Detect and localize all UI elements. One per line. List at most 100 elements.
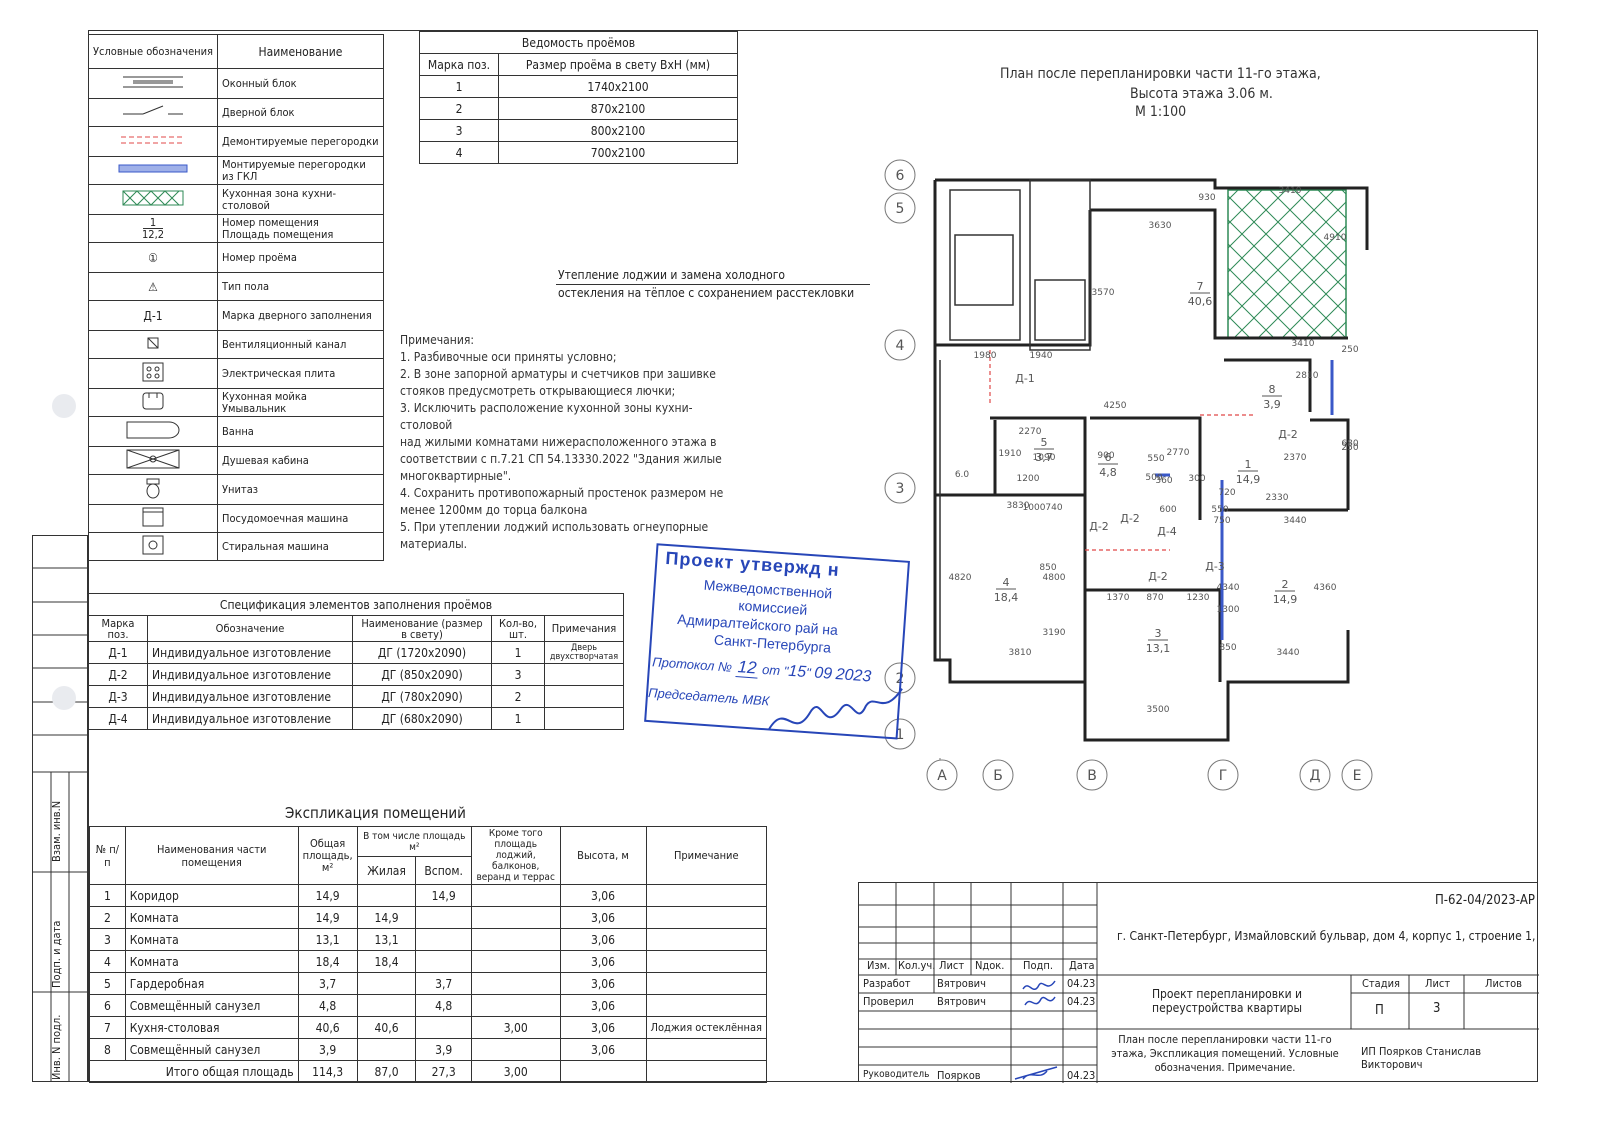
toilet-icon bbox=[88, 474, 218, 505]
notes-block: Примечания: 1. Разбивочные оси приняты у… bbox=[400, 332, 730, 553]
expl-cell bbox=[470, 972, 561, 995]
spec-cell: ДГ (850х2090) bbox=[352, 663, 492, 686]
legend-name: Номер помещения Площадь помещения bbox=[217, 214, 384, 243]
spec-cell: Индивидуальное изготовление bbox=[147, 641, 353, 664]
col-header: Кол.уч. bbox=[898, 959, 936, 972]
expl-cell: 3,06 bbox=[559, 884, 647, 907]
note-line: 3. Исключить расположение кухонной зоны … bbox=[400, 401, 693, 432]
expl-cell: 4,8 bbox=[297, 994, 358, 1017]
dimension-label: 1230 bbox=[1187, 593, 1210, 603]
openings-cell: 4 bbox=[419, 141, 499, 164]
expl-cell: Совмещённый санузел bbox=[124, 1038, 299, 1061]
axis-col-bubble bbox=[1207, 759, 1239, 791]
expl-total-cell: 87,0 bbox=[356, 1060, 417, 1083]
door-mark-label: Д-2 bbox=[1278, 428, 1298, 441]
dimension-label: 3500 bbox=[1147, 705, 1170, 715]
vent-channel-icon bbox=[88, 330, 218, 359]
bathtub-icon bbox=[88, 416, 218, 447]
expl-cell bbox=[415, 1016, 472, 1039]
legend-name: Вентиляционный канал bbox=[217, 330, 384, 359]
openings-title: Ведомость проёмов bbox=[419, 31, 738, 54]
stage-label: Стадия bbox=[1362, 977, 1400, 990]
expl-cell: 40,6 bbox=[356, 1016, 417, 1039]
axis-row-bubble bbox=[884, 329, 916, 361]
spec-cell: Д-4 bbox=[88, 707, 148, 730]
loggia-annotation-1: Утепление лоджии и замена холодного bbox=[558, 268, 786, 282]
legend-row: Монтируемые перегородки из ГКЛ bbox=[88, 156, 384, 185]
dimension-label: 930 bbox=[1198, 193, 1215, 203]
openings-cell: 3 bbox=[419, 119, 499, 142]
note-line: материалы. bbox=[400, 537, 468, 551]
legend-row: Кухонная мойка Умывальник bbox=[88, 388, 384, 417]
dimension-label: 4910 bbox=[1324, 233, 1347, 243]
spec-header: Примечания bbox=[544, 615, 624, 642]
room-area: 3,7 bbox=[1035, 451, 1053, 464]
dimension-label: 4250 bbox=[1104, 401, 1127, 411]
expl-header-incl: В том числе площадь м² bbox=[356, 826, 472, 857]
room-number: 1 bbox=[1245, 458, 1252, 471]
legend-row: Душевая кабина bbox=[88, 446, 384, 475]
dev-date: 04.23 bbox=[1067, 977, 1096, 990]
expl-header-height: Высота, м bbox=[559, 826, 647, 885]
expl-cell: 13,1 bbox=[356, 928, 417, 951]
openings-cell: 2 bbox=[419, 97, 499, 120]
axis-row-bubble bbox=[884, 192, 916, 224]
explication-title: Экспликация помещений bbox=[285, 804, 466, 822]
dimension-label: 4340 bbox=[1217, 583, 1240, 593]
project-name: Проект перепланировки и переустройства к… bbox=[1151, 987, 1303, 1015]
dimension-label: 4360 bbox=[1314, 583, 1337, 593]
approval-stamp: Проект утвержд н Межведомственной комисс… bbox=[644, 543, 914, 741]
legend-name: Посудомоечная машина bbox=[217, 504, 384, 533]
door-mark-label: Д-2 bbox=[1148, 570, 1168, 583]
stamp-protocol-no: 12 bbox=[734, 657, 760, 679]
note-line: над жилыми комнатами нижерасположенного … bbox=[400, 435, 717, 449]
expl-cell bbox=[645, 950, 768, 973]
axis-row-bubble bbox=[884, 718, 916, 750]
stamp-protocol-label: Протокол № bbox=[651, 654, 733, 675]
legend-name: Унитаз bbox=[217, 474, 384, 505]
head-label: Руководитель bbox=[863, 1069, 930, 1080]
dimension-label: 3440 bbox=[1284, 516, 1307, 526]
dimension-label: 500 bbox=[1145, 473, 1162, 483]
axis-col-label: В bbox=[1087, 768, 1097, 784]
legend-name: Тип пола bbox=[217, 272, 384, 301]
expl-cell bbox=[645, 972, 768, 995]
dimension-label: 250 bbox=[1341, 345, 1358, 355]
expl-cell: 14,9 bbox=[297, 884, 358, 907]
note-line: 1. Разбивочные оси приняты условно; bbox=[400, 350, 617, 364]
spec-table: Спецификация элементов заполнения проёмо… bbox=[88, 593, 624, 730]
spec-cell bbox=[544, 685, 624, 708]
door-block-icon bbox=[88, 98, 218, 127]
room-area: 18,4 bbox=[994, 591, 1019, 604]
axis-row-label: 3 bbox=[896, 481, 905, 497]
axis-col-bubble bbox=[926, 759, 958, 791]
expl-cell bbox=[356, 884, 417, 907]
dimension-label: 2770 bbox=[1167, 448, 1190, 458]
legend-symbol-text: ⚠ bbox=[148, 279, 158, 294]
legend-room-area: 12,2 bbox=[141, 228, 165, 241]
expl-cell: Комната bbox=[124, 906, 299, 929]
loggia-window bbox=[1029, 179, 1091, 351]
expl-cell: 2 bbox=[89, 906, 126, 929]
spec-cell: Д-1 bbox=[88, 641, 148, 664]
dimension-label: 1090 bbox=[1033, 453, 1056, 463]
spec-header: Наименование (размер в свету) bbox=[352, 615, 492, 642]
punch-hole bbox=[52, 394, 76, 418]
axis-col-label: А bbox=[937, 768, 947, 784]
dimension-label: 740 bbox=[1045, 503, 1062, 513]
spec-cell: 3 bbox=[491, 663, 545, 686]
kitchen-zone-hatch bbox=[1227, 189, 1347, 339]
side-stamp bbox=[32, 535, 88, 1082]
head-signature bbox=[1014, 1066, 1058, 1080]
floor-type-icon: ⚠ bbox=[88, 272, 218, 301]
spec-cell: Дверь двухстворчатая bbox=[544, 641, 624, 664]
legend-name: Номер проёма bbox=[217, 242, 384, 273]
plan-inner-wall bbox=[1090, 416, 1202, 520]
